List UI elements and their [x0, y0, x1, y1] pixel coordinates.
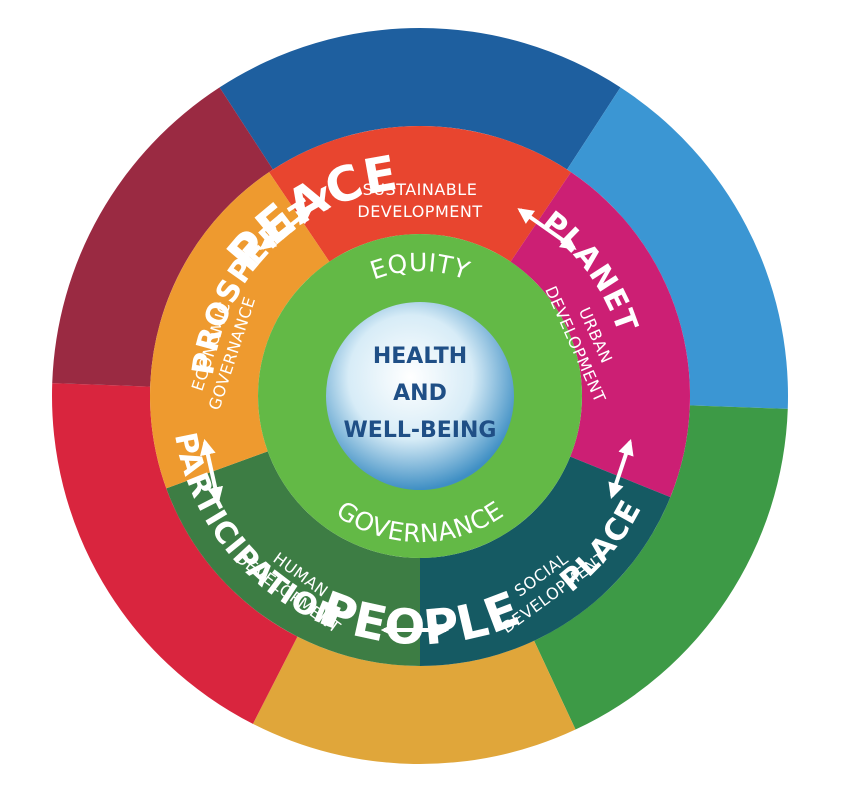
outer-ring [51, 27, 788, 764]
middle-sector-human-development [166, 451, 420, 666]
svg-text:DEVELOPMENT: DEVELOPMENT [357, 202, 482, 221]
sustainable-development-label: SUSTAINABLE DEVELOPMENT [357, 180, 482, 221]
outer-sector-people [252, 636, 576, 764]
middle-sector-social-development [420, 456, 671, 666]
connector-arrows [199, 208, 634, 638]
svg-text:HEALTH: HEALTH [373, 344, 467, 369]
outer-sector-place [534, 405, 788, 730]
outer-sector-prosperity [52, 87, 273, 387]
svg-text:WELL-BEING: WELL-BEING [344, 418, 497, 443]
arrow-sustainable-urban [517, 208, 577, 250]
arrow-urban-social [608, 438, 634, 500]
core-label: HEALTH AND WELL-BEING [344, 344, 497, 443]
middle-ring [150, 126, 690, 666]
outer-sector-planet [567, 87, 788, 409]
outer-sector-peace [219, 27, 621, 170]
svg-text:AND: AND [393, 381, 447, 406]
middle-sector-urban-development [510, 172, 690, 498]
svg-text:SUSTAINABLE: SUSTAINABLE [363, 180, 478, 199]
middle-sector-sustainable-development [269, 126, 571, 262]
middle-sector-economic-governance [150, 172, 330, 489]
arrow-econ-sustainable [259, 208, 313, 250]
core-circle [326, 302, 514, 490]
arrow-human-econ [199, 438, 224, 504]
outer-sector-participation [51, 383, 298, 724]
